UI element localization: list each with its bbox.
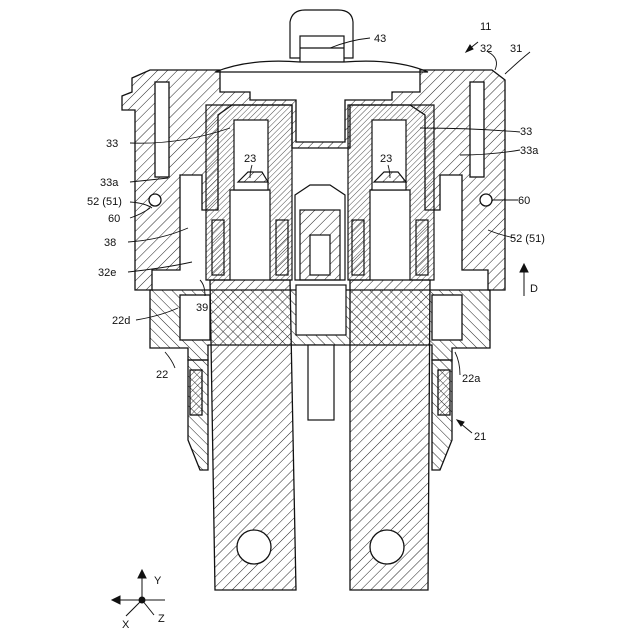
- label-11: 11: [480, 21, 491, 33]
- label-52-left: 52 (51): [87, 196, 122, 208]
- label-32e: 32e: [98, 267, 116, 279]
- label-22: 22: [156, 369, 168, 381]
- label-D: D: [530, 283, 538, 295]
- label-38: 38: [104, 237, 116, 249]
- label-32: 32: [480, 43, 492, 55]
- label-39: 39: [196, 302, 208, 314]
- label-23-right: 23: [380, 153, 392, 165]
- terminal-right: [348, 105, 434, 280]
- label-33-left: 33: [106, 138, 118, 150]
- label-33-right: 33: [520, 126, 532, 138]
- axis-label-x: X: [122, 619, 130, 631]
- label-31: 31: [510, 43, 522, 55]
- axis-label-y: Y: [154, 575, 162, 587]
- label-60-right: 60: [518, 195, 530, 207]
- axis-label-z: Z: [158, 613, 165, 625]
- label-33a-right: 33a: [520, 145, 539, 157]
- label-21: 21: [474, 431, 486, 443]
- top-cap: [215, 10, 428, 72]
- label-23-left: 23: [244, 153, 256, 165]
- label-43: 43: [374, 33, 386, 45]
- pin-left: [210, 280, 296, 590]
- pin-right: [350, 280, 430, 590]
- center-block: [295, 185, 346, 420]
- label-52-right: 52 (51): [510, 233, 545, 245]
- label-22d: 22d: [112, 315, 130, 327]
- label-60-left: 60: [108, 213, 120, 225]
- label-22a: 22a: [462, 373, 481, 385]
- label-33a-left: 33a: [100, 177, 119, 189]
